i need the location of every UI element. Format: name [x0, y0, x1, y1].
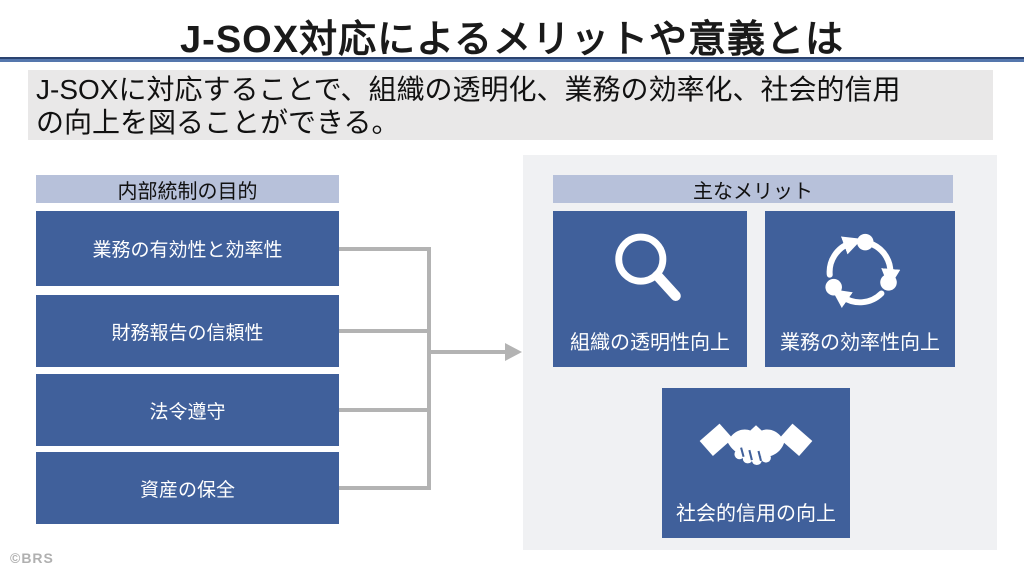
left-panel-header: 内部統制の目的: [36, 175, 339, 203]
merit-label: 業務の効率性向上: [780, 332, 940, 354]
summary-line-1: J-SOXに対応することで、組織の透明化、業務の効率化、社会的信用: [36, 74, 901, 105]
copyright-watermark: ©BRS: [10, 550, 54, 566]
merit-label: 社会的信用の向上: [676, 503, 836, 525]
magnifier-icon: [615, 233, 681, 301]
merit-label: 組織の透明性向上: [570, 332, 730, 354]
objective-box-effectiveness: 業務の有効性と効率性: [36, 211, 339, 286]
objective-box-financial-reporting: 財務報告の信頼性: [36, 295, 339, 367]
handshake-icon: [699, 423, 813, 465]
summary-box: J-SOXに対応することで、組織の透明化、業務の効率化、社会的信用 の向上を図る…: [28, 70, 993, 140]
merit-icon-wrap: [765, 211, 955, 326]
merit-icon-wrap: [553, 211, 747, 326]
merit-icon-wrap: [662, 388, 850, 497]
merit-box-social-credit: 社会的信用の向上: [662, 388, 850, 538]
slide-title: J-SOX対応によるメリットや意義とは: [180, 19, 844, 61]
merit-box-efficiency: 業務の効率性向上: [765, 211, 955, 367]
summary-line-2: の向上を図ることができる。: [36, 107, 400, 138]
objective-box-asset-protection: 資産の保全: [36, 452, 339, 524]
right-panel-header: 主なメリット: [553, 175, 953, 203]
objective-box-compliance: 法令遵守: [36, 374, 339, 446]
title-divider: [0, 57, 1024, 62]
cycle-icon: [825, 233, 901, 308]
merit-box-transparency: 組織の透明性向上: [553, 211, 747, 367]
